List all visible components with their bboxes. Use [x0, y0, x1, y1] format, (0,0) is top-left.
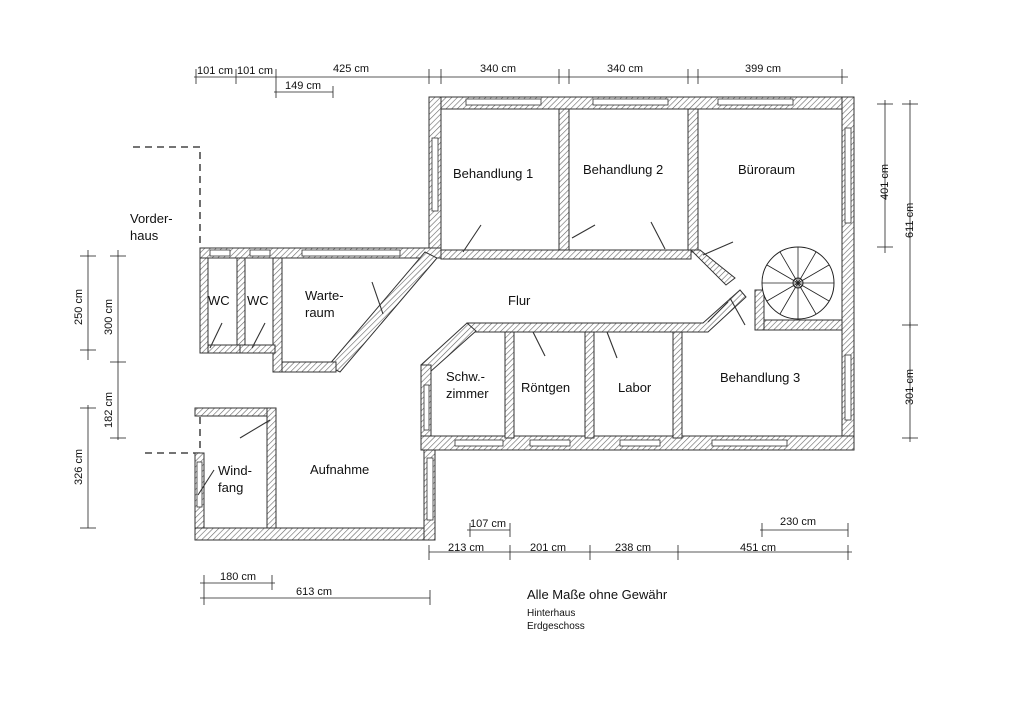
- room-roentgen: Röntgen: [521, 380, 570, 395]
- room-behandlung1: Behandlung 1: [453, 166, 533, 181]
- dim-right-611: 611 cm: [904, 203, 916, 238]
- dim-top-425: 425 cm: [333, 63, 369, 75]
- dim-bot-230: 230 cm: [780, 516, 816, 528]
- windows: [196, 98, 852, 521]
- room-wc1: WC: [208, 293, 230, 308]
- dim-top-340a: 340 cm: [480, 63, 516, 75]
- room-labor: Labor: [618, 380, 652, 395]
- room-bueroraum: Büroraum: [738, 162, 795, 177]
- vorderhaus-outline: [133, 146, 201, 454]
- dim-left-182: 182 cm: [103, 392, 115, 428]
- dim-left-250: 250 cm: [73, 289, 85, 325]
- dim-top-399: 399 cm: [745, 63, 781, 75]
- dim-bot-451: 451 cm: [740, 542, 776, 554]
- room-aufnahme: Aufnahme: [310, 462, 369, 477]
- dim-bot-238: 238 cm: [615, 542, 651, 554]
- label-vorderhaus-1: Vorder-: [130, 211, 173, 226]
- dim-top-340b: 340 cm: [607, 63, 643, 75]
- dim-right-301: 301 cm: [904, 369, 916, 405]
- dim-bot-201: 201 cm: [530, 542, 566, 554]
- dim-bot-613: 613 cm: [296, 586, 332, 598]
- room-windfang-2: fang: [218, 480, 243, 495]
- doors: [197, 221, 746, 496]
- room-labels: Behandlung 1 Behandlung 2 Büroraum Vorde…: [130, 162, 800, 495]
- plan-notes: Alle Maße ohne Gewähr Hinterhaus Erdgesc…: [527, 587, 668, 632]
- spiral-staircase: [761, 246, 835, 320]
- room-behandlung3: Behandlung 3: [720, 370, 800, 385]
- dim-left-326: 326 cm: [73, 449, 85, 485]
- label-vorderhaus-2: haus: [130, 228, 159, 243]
- dim-top-101a: 101 cm: [197, 65, 233, 77]
- room-flur: Flur: [508, 293, 531, 308]
- room-wc2: WC: [247, 293, 269, 308]
- dim-left-300: 300 cm: [103, 299, 115, 335]
- room-schwzimmer-2: zimmer: [446, 386, 489, 401]
- dim-bot-107: 107 cm: [470, 518, 506, 530]
- dim-top-101b: 101 cm: [237, 65, 273, 77]
- note-disclaimer: Alle Maße ohne Gewähr: [527, 587, 668, 602]
- note-floor: Erdgeschoss: [527, 621, 585, 632]
- room-warteraum-2: raum: [305, 305, 335, 320]
- dim-bot-213: 213 cm: [448, 542, 484, 554]
- dimension-labels: 101 cm 101 cm 425 cm 149 cm 340 cm 340 c…: [73, 63, 916, 598]
- dim-bot-180: 180 cm: [220, 571, 256, 583]
- room-warteraum-1: Warte-: [305, 288, 344, 303]
- dim-top-149: 149 cm: [285, 80, 321, 92]
- dimension-lines: [80, 69, 918, 605]
- room-windfang-1: Wind-: [218, 463, 252, 478]
- note-building: Hinterhaus: [527, 608, 575, 619]
- dim-right-401: 401 cm: [879, 164, 891, 200]
- room-schwzimmer-1: Schw.-: [446, 369, 485, 384]
- room-behandlung2: Behandlung 2: [583, 162, 663, 177]
